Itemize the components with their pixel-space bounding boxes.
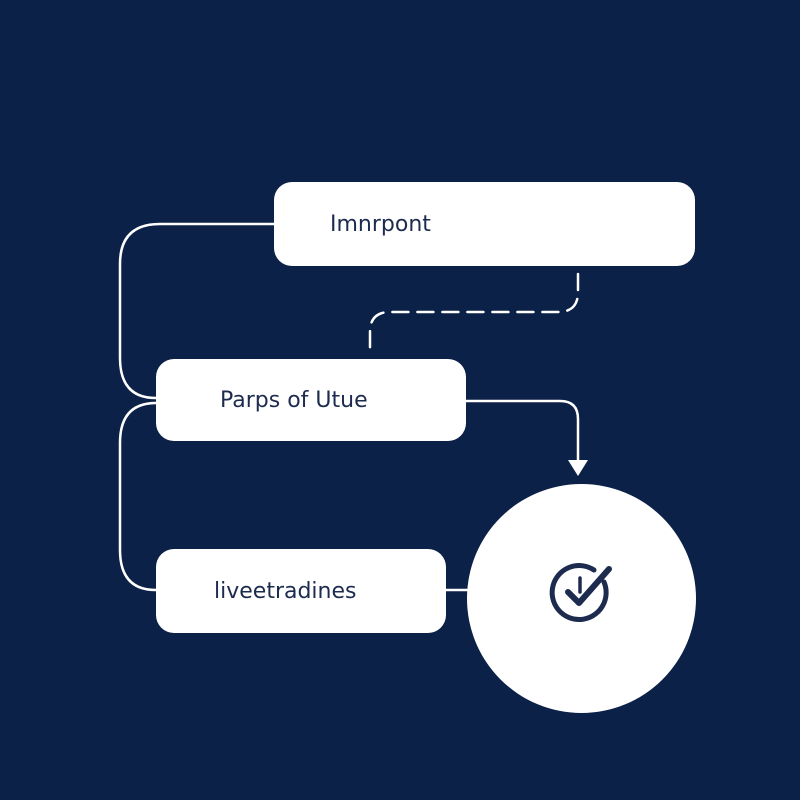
node-bottom-label: liveetradines <box>214 578 357 604</box>
node-top: Imnrpont <box>274 182 695 266</box>
connector-middle-to-circle <box>464 399 580 462</box>
arrowhead <box>568 460 588 476</box>
node-circle <box>467 484 696 713</box>
clock-check-icon <box>549 563 612 622</box>
dashed-connector <box>368 272 580 352</box>
connector-top-to-middle <box>118 222 276 400</box>
connector-middle-to-bottom <box>118 401 158 592</box>
node-top-label: Imnrpont <box>330 211 431 237</box>
node-middle: Parps of Utue <box>156 359 466 441</box>
node-middle-label: Parps of Utue <box>220 387 368 413</box>
node-bottom: liveetradines <box>156 549 446 633</box>
